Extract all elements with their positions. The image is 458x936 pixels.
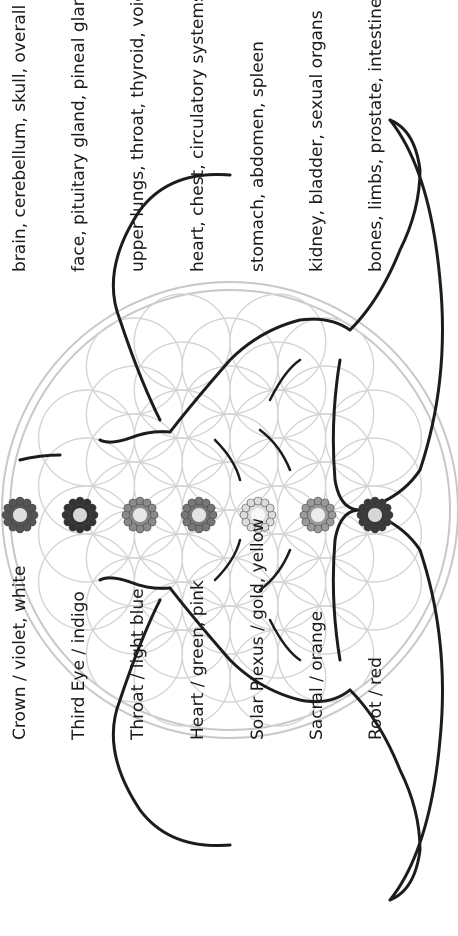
chakra-label-heart: Heart / green, pink [188, 580, 208, 740]
organs-label-sacral: kidney, bladder, sexual organs [307, 10, 327, 272]
organs-label-third-eye: face, pituitary gland, pineal gland [69, 0, 89, 272]
throat-chakra-icon [122, 497, 158, 533]
chakra-label-throat: Throat / light blue [128, 588, 148, 740]
organs-label-root: bones, limbs, prostate, intestine [366, 0, 386, 272]
chakra-label-crown: Crown / violet, white [10, 566, 30, 740]
chakra-label-root: Root / red [366, 657, 386, 740]
chakra-label-solar-plexus: Solar Plexus / gold, yellow [248, 518, 268, 740]
organs-label-heart: heart, chest, circulatory systems [188, 0, 208, 272]
organs-label-crown: brain, cerebellum, skull, overall body [10, 0, 30, 272]
eye-chakra-icon [62, 497, 98, 533]
organs-label-solar-plexus: stomach, abdomen, spleen [248, 41, 268, 272]
lotus-thousand-petal-icon [2, 497, 38, 533]
chakra-label-sacral: Sacral / orange [307, 611, 327, 740]
chakra-symbols [2, 497, 393, 533]
chakra-label-third-eye: Third Eye / indigo [69, 591, 89, 740]
heart-chakra-icon [181, 497, 217, 533]
organs-label-throat: upper lungs, throat, thyroid, voice [128, 0, 148, 272]
sacral-chakra-icon [300, 497, 336, 533]
